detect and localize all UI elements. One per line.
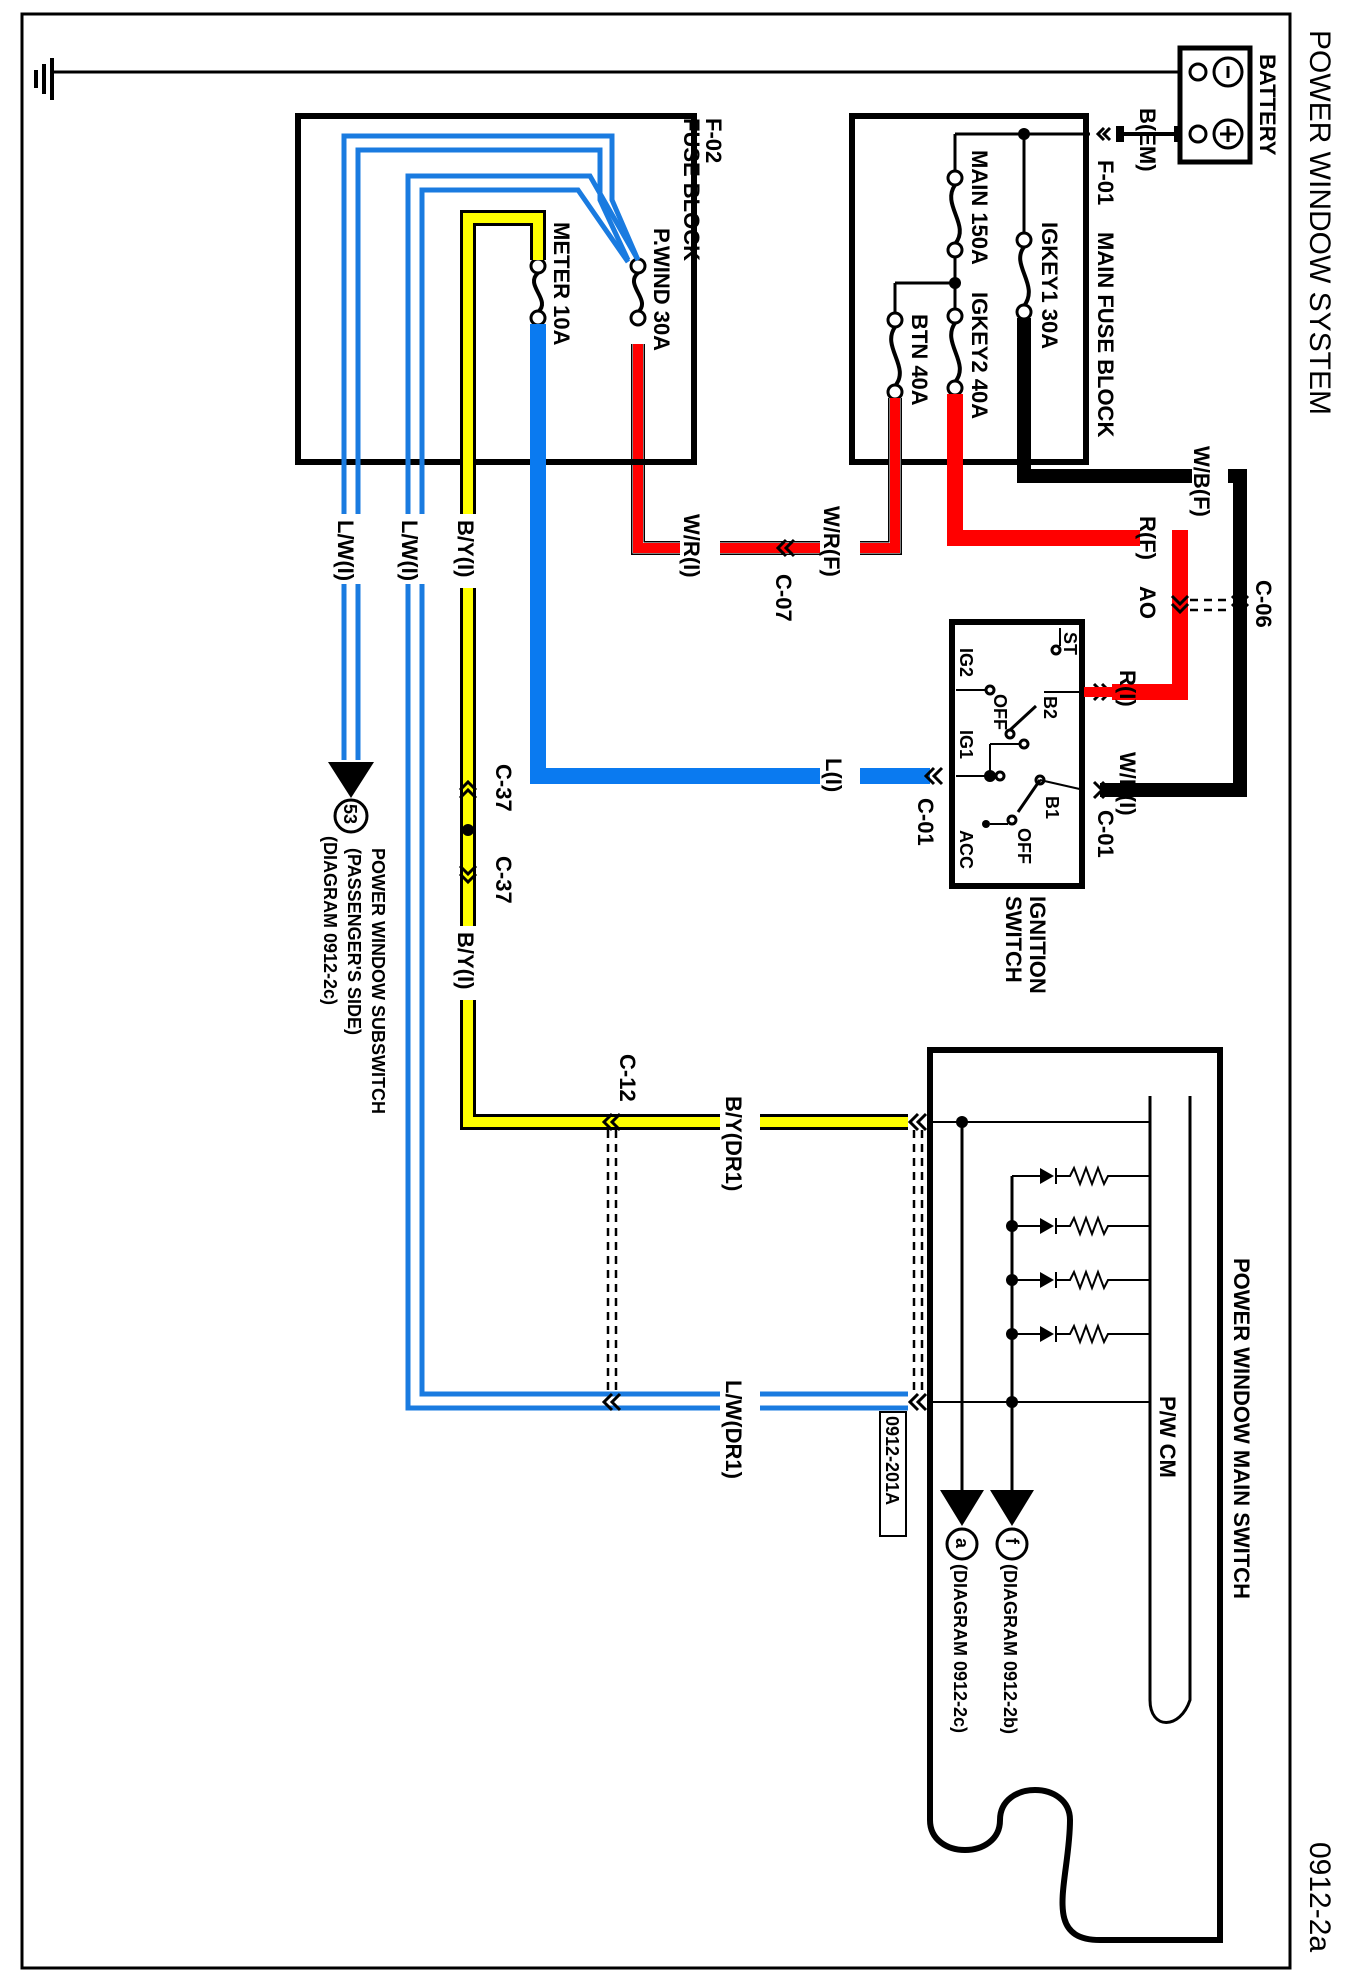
wire-lw-i-2-label: L/W(I) xyxy=(397,520,422,581)
battery-label: BATTERY xyxy=(1255,54,1280,156)
battery-output-wire-label: B(EM) xyxy=(1135,108,1160,172)
wire-wr-f-label: W/R(F) xyxy=(819,506,844,577)
led-icon xyxy=(1012,1215,1150,1237)
main-fuse-internal-wiring xyxy=(893,128,1090,314)
wire-lw-dr1-label: L/W(DR1) xyxy=(721,1380,746,1479)
subswitch-arrow-icon xyxy=(328,762,374,834)
wire-red-ao xyxy=(1112,530,1188,700)
ign-terminal-acc: ACC xyxy=(956,830,976,869)
fuse-btn-label: BTN 40A xyxy=(907,314,932,406)
led-icon xyxy=(1040,1165,1150,1187)
ignition-switch xyxy=(949,619,1085,889)
ref-box xyxy=(879,1411,907,1537)
fuse-igkey2 xyxy=(946,307,964,397)
fuse-pwind xyxy=(629,257,647,327)
connector-c06-label: C-06 xyxy=(1251,580,1276,628)
subswitch-ref-marker: 53 xyxy=(340,804,360,824)
wire-l xyxy=(530,324,930,784)
led-resistor-array xyxy=(1012,1165,1150,1345)
fuse-btn xyxy=(886,311,904,401)
wire-by-i-1-label: B/Y(I) xyxy=(453,520,478,577)
battery xyxy=(1174,45,1253,165)
connector-c37-b-label: C-37 xyxy=(491,856,516,904)
ign-terminal-b1: B1 xyxy=(1042,796,1062,819)
wire-wb-i-label: W/B(I) xyxy=(1115,752,1140,816)
ignition-switch-contacts xyxy=(956,628,1085,828)
ignition-switch-label-1: IGNITION xyxy=(1025,896,1050,994)
ref-arrows xyxy=(940,1490,1034,1561)
subswitch-label-line2: (PASSENGER'S SIDE) xyxy=(344,848,364,1035)
wire-red-rf xyxy=(947,394,1140,546)
fuse-block-connector: F-02 xyxy=(701,118,726,163)
c01-left-connector-icon xyxy=(923,766,944,786)
wire-lw-i-1-label: L/W(I) xyxy=(333,520,358,581)
power-window-main-switch xyxy=(927,1047,1223,1943)
wire-by-dr1-label: B/Y(DR1) xyxy=(721,1096,746,1191)
fuse-main-label: MAIN 150A xyxy=(967,150,992,265)
ignition-switch-label-2: SWITCH xyxy=(1001,896,1026,983)
c07-connector-icon xyxy=(775,538,796,558)
pw-cm-label: P/W CM xyxy=(1155,1396,1180,1478)
subswitch-label-line3: (DIAGRAM 0912-2c) xyxy=(320,836,340,1005)
ref-box-label: 0912-201A xyxy=(882,1416,902,1505)
fuse-meter xyxy=(529,257,547,327)
ref-f-marker: f xyxy=(1002,1538,1022,1545)
wire-wr-i-label: W/R(I) xyxy=(679,514,704,578)
main-fuse-block xyxy=(849,113,1089,465)
wire-l-i-label: L(I) xyxy=(821,758,846,792)
ign-terminal-ig1: IG1 xyxy=(956,730,976,759)
wire-lw-bundle xyxy=(341,133,908,1411)
ign-terminal-off-2: OFF xyxy=(1014,828,1034,864)
main-fuse-block-connector: F-01 xyxy=(1093,160,1118,205)
ign-terminal-off-1: OFF xyxy=(990,694,1010,730)
main-switch-connectors xyxy=(601,1112,928,1412)
fuse-block-label: FUSE BLOCK xyxy=(679,118,704,261)
page-frame xyxy=(20,12,1292,1970)
fuse-igkey1 xyxy=(1015,231,1033,321)
ground-wire xyxy=(34,58,1180,100)
wire-by-i-2-label: B/Y(I) xyxy=(453,932,478,989)
c06-connector-icon xyxy=(1170,594,1250,615)
connector-c12-label: C-12 xyxy=(615,1054,640,1102)
fuse-block xyxy=(295,113,697,465)
fuse-pwind-label: P.WIND 30A xyxy=(649,228,674,351)
ign-terminal-st: ST xyxy=(1060,632,1080,655)
subswitch-label-line1: POWER WINDOW SUBSWITCH xyxy=(368,848,388,1114)
ign-terminal-ig2: IG2 xyxy=(956,648,976,677)
wire-wb xyxy=(1017,318,1247,797)
wire-wr xyxy=(631,344,902,555)
led-icon xyxy=(1012,1323,1150,1345)
fuse-meter-label: METER 10A xyxy=(549,222,574,346)
wire-wb-f-label: W/B(F) xyxy=(1189,446,1214,517)
fuse-main xyxy=(946,169,964,259)
led-icon xyxy=(1012,1269,1150,1291)
main-switch-label: POWER WINDOW MAIN SWITCH xyxy=(1229,1258,1254,1599)
c37-connector-icon xyxy=(458,779,478,885)
connector-c07-label: C-07 xyxy=(771,574,796,622)
ref-f-text: (DIAGRAM 0912-2b) xyxy=(1000,1564,1020,1734)
connector-c37-a-label: C-37 xyxy=(491,764,516,812)
ign-terminal-b2: B2 xyxy=(1040,696,1060,719)
f01-connector-icon xyxy=(1095,126,1112,142)
connector-ao-label: AO xyxy=(1135,586,1160,619)
ref-a-text: (DIAGRAM 0912-2c) xyxy=(950,1564,970,1733)
fuse-igkey1-label: IGKEY1 30A xyxy=(1037,222,1062,349)
wire-r-i-label: R(I) xyxy=(1115,670,1140,707)
wire-r-f-label: R(F) xyxy=(1135,516,1160,560)
ref-a-marker: a xyxy=(952,1538,972,1549)
main-fuse-block-label: MAIN FUSE BLOCK xyxy=(1093,232,1118,437)
connector-c01-top-label: C-01 xyxy=(1093,810,1118,858)
fuse-igkey2-label: IGKEY2 40A xyxy=(967,292,992,419)
connector-c01-bottom-label: C-01 xyxy=(913,798,938,846)
page-id: 0912-2a xyxy=(1303,1842,1336,1952)
diagram-title: POWER WINDOW SYSTEM xyxy=(1303,30,1336,415)
